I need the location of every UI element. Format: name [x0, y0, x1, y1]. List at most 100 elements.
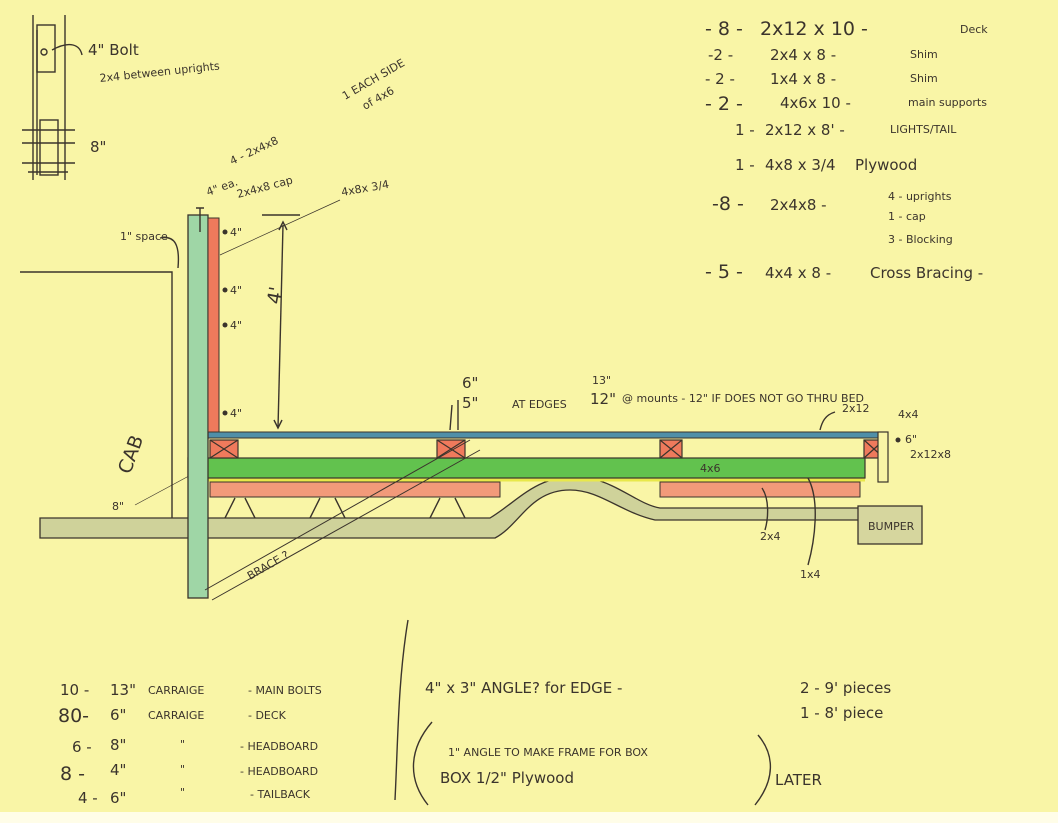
upright-detail-sketch: [22, 15, 83, 180]
main-beam-4x6: [187, 457, 866, 479]
material-row: 1 - cap: [888, 210, 926, 223]
detail-spacing-label: 8": [90, 138, 106, 156]
materials-list: - 8 - 2x12 x 10 - Deck -2 - 2x4 x 8 - Shim -…: [705, 18, 988, 283]
svg-text:- HEADBOARD: - HEADBOARD: [240, 765, 318, 778]
height-label: 4': [263, 285, 288, 306]
paper-bottom-edge: [0, 812, 1058, 823]
shim-2x4-front: [209, 481, 501, 498]
material-row: - 2 - 1x4 x 8 - Shim: [705, 70, 938, 88]
material-row: - 5 - 4x4 x 8 - Cross Bracing -: [705, 261, 983, 283]
cab-spacing-label: 8": [112, 500, 124, 513]
mounts-note: @ mounts - 12" IF DOES NOT GO THRU BED: [622, 392, 864, 405]
svg-text:1 - cap: 1 - cap: [888, 210, 926, 223]
svg-text:CARRAIGE: CARRAIGE: [148, 709, 204, 722]
svg-text:- HEADBOARD: - HEADBOARD: [240, 740, 318, 753]
svg-text:13": 13": [110, 681, 136, 699]
bolt-spacing-4: 4": [230, 407, 242, 420]
svg-text:3 - Blocking: 3 - Blocking: [888, 233, 953, 246]
deck-2x12: [207, 431, 886, 439]
svg-text:2x4 x 8 -: 2x4 x 8 -: [770, 46, 836, 64]
deck-board-label: 2x12: [842, 402, 870, 415]
post-label: 4x4: [898, 408, 919, 421]
material-row: - 2 - 4x6x 10 - main supports: [705, 93, 987, 115]
svg-text:- TAILBACK: - TAILBACK: [250, 788, 311, 801]
svg-text:LIGHTS/TAIL: LIGHTS/TAIL: [890, 123, 957, 136]
svg-text:4 - uprights: 4 - uprights: [888, 190, 952, 203]
bolt-spacing-2: 4": [230, 284, 242, 297]
thirteen-label: 13": [592, 374, 611, 387]
svg-text:4 -: 4 -: [78, 789, 98, 807]
svg-text:8 -: 8 -: [60, 763, 85, 785]
svg-text:2x4x8 -: 2x4x8 -: [770, 196, 827, 214]
shim-2x4-label: 2x4: [760, 530, 781, 543]
svg-text:- 2 -: - 2 -: [705, 93, 743, 115]
shim-2x4-rear: [659, 481, 861, 498]
bolts-list: 10 - 13" CARRAIGE - MAIN BOLTS 80- 6" CARRAIG…: [58, 681, 322, 807]
bumper: [857, 505, 923, 545]
svg-text:": ": [180, 786, 185, 799]
material-row: -2 - 2x4 x 8 - Shim: [708, 46, 938, 64]
material-row: - 8 - 2x12 x 10 - Deck: [705, 18, 988, 40]
headboard-bolts: [222, 229, 228, 416]
later-line-1: 1" ANGLE TO MAKE FRAME FOR BOX: [448, 746, 648, 759]
svg-text:Deck: Deck: [960, 23, 988, 36]
later-line-2: BOX 1/2" Plywood: [440, 769, 574, 787]
svg-text:4x6x 10 -: 4x6x 10 -: [780, 94, 851, 112]
bolt-row: 10 - 13" CARRAIGE - MAIN BOLTS: [60, 681, 322, 699]
svg-text:1 -: 1 -: [735, 156, 755, 174]
divider-line: [394, 619, 409, 801]
headboard-plywood: [207, 217, 220, 433]
tail-board-label: 2x12x8: [910, 448, 951, 461]
svg-text:-2 -: -2 -: [708, 46, 733, 64]
svg-text:- 2 -: - 2 -: [705, 70, 735, 88]
bolt-row: 80- 6" CARRAIGE - DECK: [58, 705, 287, 727]
svg-text:main supports: main supports: [908, 96, 987, 109]
svg-text:4": 4": [110, 761, 126, 779]
svg-text:Plywood: Plywood: [855, 156, 917, 174]
material-row: 1 -2x12 x 8' -LIGHTS/TAIL: [735, 121, 957, 139]
svg-text:10 -: 10 -: [60, 681, 89, 699]
bolt-spacing-3: 4": [230, 319, 242, 332]
bumper-label: BUMPER: [868, 520, 915, 533]
svg-text:1x4 x 8 -: 1x4 x 8 -: [770, 70, 836, 88]
svg-text:6": 6": [110, 706, 126, 724]
svg-text:8": 8": [110, 736, 126, 754]
svg-text:4x4 x 8 -: 4x4 x 8 -: [765, 264, 831, 282]
svg-text:6 -: 6 -: [72, 738, 92, 756]
space-label: 1" space: [120, 230, 168, 243]
six-inch-label: 6": [462, 374, 478, 392]
tailboard-2x12x8: [877, 431, 889, 483]
svg-text:-8 -: -8 -: [712, 193, 744, 215]
svg-text:": ": [180, 738, 185, 751]
bolt-spacing-1: 4": [230, 226, 242, 239]
svg-text:6": 6": [110, 789, 126, 807]
cross-blocks-4x4: [209, 439, 885, 459]
svg-text:CARRAIGE: CARRAIGE: [148, 684, 204, 697]
svg-text:Cross Bracing -: Cross Bracing -: [870, 264, 983, 282]
svg-text:- 5 -: - 5 -: [705, 261, 743, 283]
five-inch-label: 5": [462, 394, 478, 412]
pieces-a-label: 2 - 9' pieces: [800, 679, 891, 697]
brace: [204, 439, 481, 601]
later-label: LATER: [775, 771, 822, 789]
svg-text:Shim: Shim: [910, 48, 938, 61]
svg-text:- DECK: - DECK: [248, 709, 287, 722]
tail-bolt-label: 6": [905, 433, 917, 446]
svg-text:": ": [180, 763, 185, 776]
angle-note: 4" x 3" ANGLE? for EDGE -: [425, 679, 622, 697]
svg-text:80-: 80-: [58, 705, 89, 727]
twelve-label: 12": [590, 390, 616, 408]
bolt-row: 6 - 8" " - HEADBOARD: [72, 736, 318, 756]
svg-text:Shim: Shim: [910, 72, 938, 85]
svg-text:- MAIN BOLTS: - MAIN BOLTS: [248, 684, 322, 697]
svg-text:- 8 -: - 8 -: [705, 18, 743, 40]
bolt-row: 8 - 4" " - HEADBOARD: [60, 761, 318, 785]
svg-text:2x12 x 10 -: 2x12 x 10 -: [760, 18, 868, 40]
svg-text:2x12 x 8' -: 2x12 x 8' -: [765, 121, 845, 139]
main-beam-label: 4x6: [700, 462, 721, 475]
pieces-b-label: 1 - 8' piece: [800, 704, 883, 722]
material-row: -8 - 2x4x8 - 4 - uprights: [712, 190, 952, 215]
